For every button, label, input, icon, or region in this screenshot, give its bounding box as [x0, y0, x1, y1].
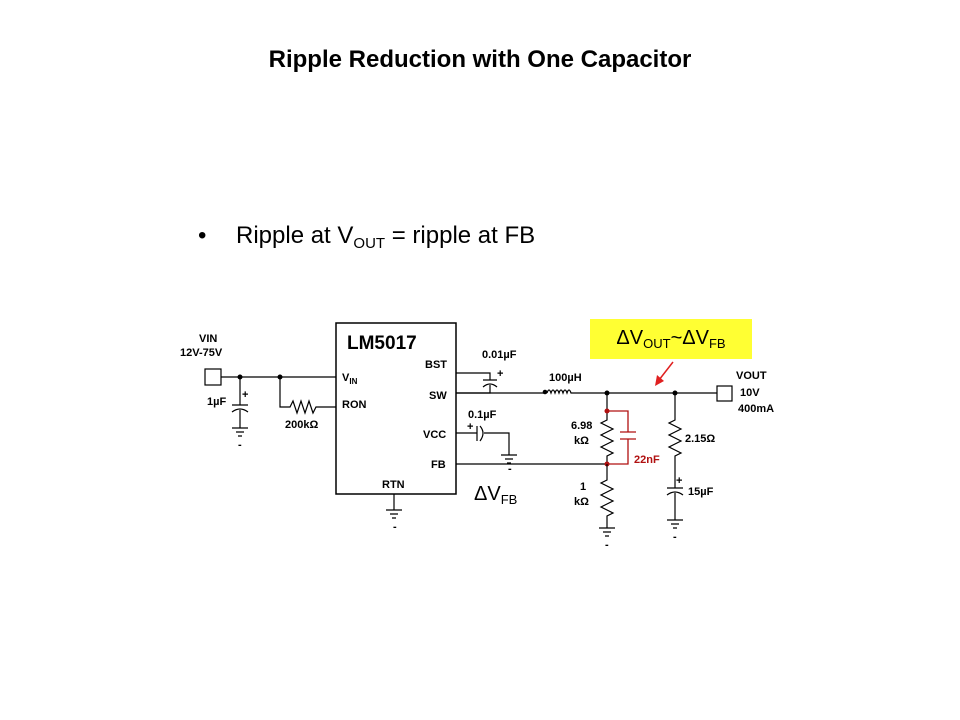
ic-body — [335, 322, 457, 495]
gnd-div-minus: - — [605, 539, 609, 551]
gnd-vcc-minus: - — [508, 463, 512, 475]
ripple-callout-box: ΔVOUT~ΔVFB — [590, 319, 752, 359]
pin-ron: RON — [342, 399, 367, 411]
pin-vcc: VCC — [423, 429, 446, 441]
vin-range: 12V-75V — [180, 347, 223, 359]
r-top-unit: kΩ — [574, 435, 589, 447]
ic-name: LM5017 — [347, 333, 417, 354]
pin-rtn: RTN — [382, 479, 405, 491]
bullet-text-pre: Ripple at V — [236, 222, 354, 249]
callout-arrow — [658, 361, 674, 381]
bullet-item: • Ripple at VOUT = ripple at FB — [198, 222, 535, 252]
pin-fb: FB — [431, 459, 446, 471]
c-ff-label: 22nF — [634, 454, 660, 466]
vout-terminal — [716, 385, 733, 402]
gnd-in-minus: - — [238, 439, 242, 451]
c-vcc-label: 0.1µF — [468, 409, 497, 421]
inductor-label: 100µH — [549, 372, 582, 384]
r-on-label: 200kΩ — [285, 419, 318, 431]
bullet-symbol: • — [198, 222, 207, 249]
pin-vin: VIN — [342, 372, 358, 386]
c-bst-label: 0.01µF — [482, 349, 517, 361]
pin-bst: BST — [425, 359, 447, 371]
r-bot-value: 1 — [580, 481, 586, 493]
vin-terminal — [204, 368, 222, 386]
c-bst-plus: + — [497, 368, 503, 380]
c-vcc-plus: + — [467, 421, 473, 433]
r-bot-unit: kΩ — [574, 496, 589, 508]
vout-label: VOUT — [736, 370, 767, 382]
gnd-out-minus: - — [673, 531, 677, 543]
vout-voltage: 10V — [740, 387, 760, 399]
c-in-plus: + — [242, 389, 248, 401]
vout-current: 400mA — [738, 403, 774, 415]
pin-sw: SW — [429, 390, 447, 402]
gnd-rtn-minus: - — [393, 521, 397, 533]
r-top-value: 6.98 — [571, 420, 592, 432]
c-out-plus: + — [676, 475, 682, 487]
ripple-callout-text: ΔVOUT~ΔVFB — [616, 327, 726, 351]
bullet-sub: OUT — [353, 235, 386, 252]
slide-title: Ripple Reduction with One Capacitor — [268, 46, 692, 73]
r-esr-label: 2.15Ω — [685, 433, 715, 445]
dv-fb-label: ΔVFB — [474, 483, 517, 507]
bullet-text-post: = ripple at FB — [385, 222, 536, 249]
c-out-label: 15µF — [688, 486, 714, 498]
vin-label: VIN — [199, 333, 217, 345]
c-in-label: 1µF — [207, 396, 226, 408]
